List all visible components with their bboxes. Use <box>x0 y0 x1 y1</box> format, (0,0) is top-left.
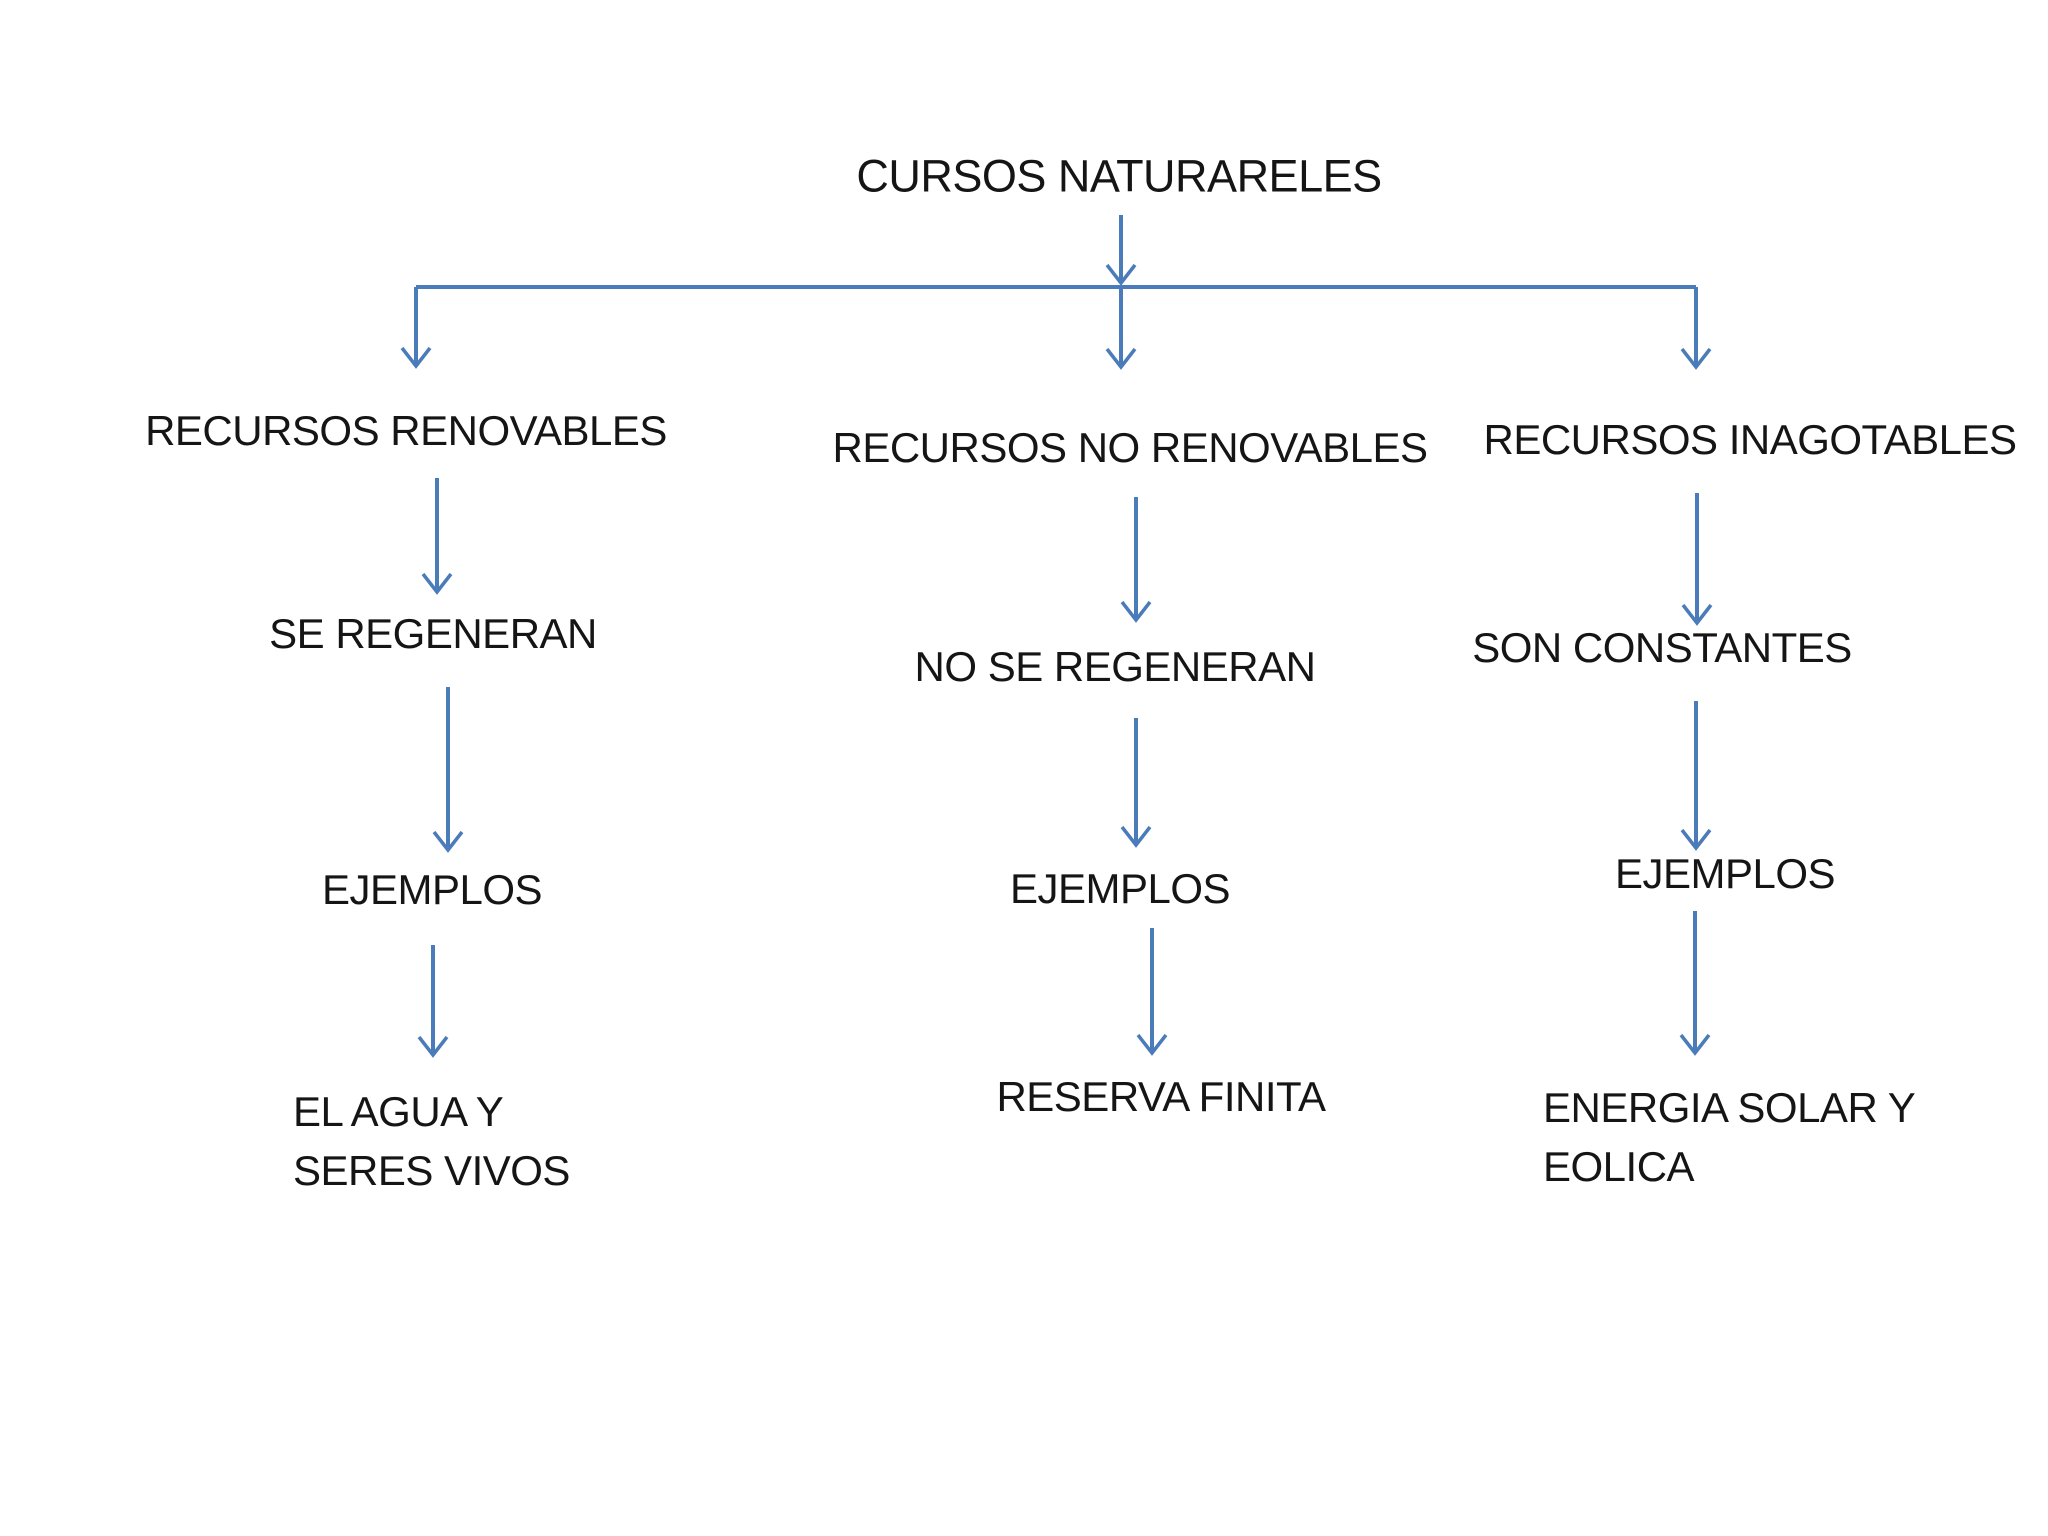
node-left-examples: EL AGUA Y SERES VIVOS <box>293 1088 570 1194</box>
node-right-examples-label: EJEMPLOS <box>1614 849 1836 897</box>
node-left-property: SE REGENERAN <box>269 609 597 657</box>
node-right-header: RECURSOS INAGOTABLES <box>1483 415 2017 463</box>
node-middle-property: NO SE REGENERAN <box>914 642 1316 690</box>
diagram-title: CURSOS NATURARELES <box>856 150 1382 202</box>
node-left-examples-label: EJEMPLOS <box>321 865 543 913</box>
node-right-examples: ENERGIA SOLAR Y EOLICA <box>1543 1084 1916 1190</box>
node-right-property: SON CONSTANTES <box>1472 623 1852 671</box>
node-middle-examples-label: EJEMPLOS <box>1009 864 1231 912</box>
node-left-header: RECURSOS RENOVABLES <box>145 406 667 454</box>
node-middle-examples: RESERVA FINITA <box>996 1072 1326 1120</box>
node-middle-header: RECURSOS NO RENOVABLES <box>832 423 1428 471</box>
